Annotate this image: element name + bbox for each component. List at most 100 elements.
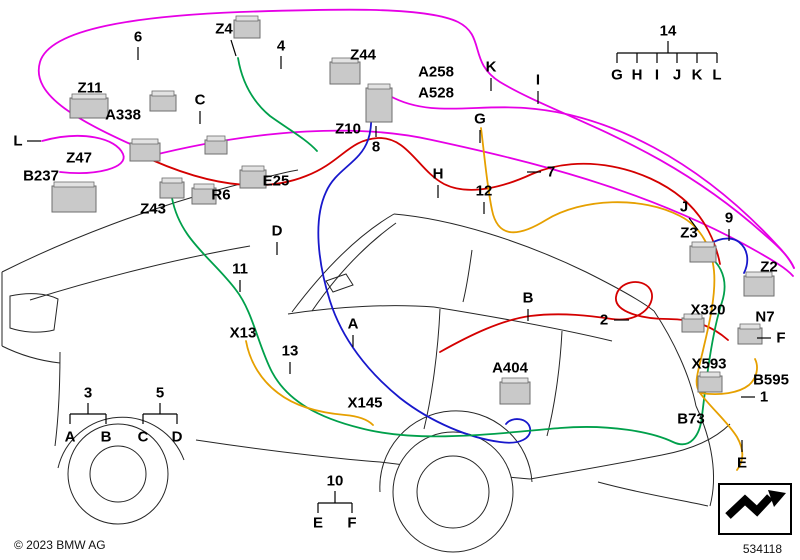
part-label-I: I bbox=[536, 72, 540, 89]
wire-magenta-roof-loop bbox=[37, 8, 795, 269]
part-label-G: G bbox=[474, 111, 486, 128]
car-body-line bbox=[393, 213, 655, 312]
connector-icon-top bbox=[53, 181, 95, 188]
connector-icon bbox=[737, 327, 763, 345]
wire-red-floor-loop bbox=[439, 281, 729, 353]
wire-green-main bbox=[171, 197, 726, 446]
connector-icon-top bbox=[71, 93, 107, 100]
connector-icon-top bbox=[745, 271, 773, 278]
part-label-Z43: Z43 bbox=[140, 201, 166, 218]
legend-letter-C: C bbox=[138, 429, 149, 446]
diagram-number: 534118 bbox=[742, 542, 782, 556]
part-label-J: J bbox=[680, 199, 688, 216]
part-label-A338: A338 bbox=[105, 107, 141, 124]
connector-icon-top bbox=[683, 313, 703, 320]
car-body-line bbox=[597, 481, 709, 507]
legend-letter-A: A bbox=[65, 429, 76, 446]
legend-letter-F: F bbox=[347, 515, 356, 532]
legend-letter-K: K bbox=[692, 67, 703, 84]
connector-icon bbox=[689, 245, 717, 263]
part-label-Z3: Z3 bbox=[680, 225, 698, 242]
part-label-11: 11 bbox=[232, 261, 248, 278]
part-label-K: K bbox=[486, 59, 497, 76]
connector-icon-top bbox=[699, 371, 721, 378]
part-label-B595: B595 bbox=[753, 372, 789, 389]
connector-icon bbox=[743, 275, 775, 297]
part-label-1: 1 bbox=[760, 389, 768, 406]
connector-icon bbox=[681, 317, 705, 333]
wheel-icon bbox=[67, 423, 169, 525]
part-label-Z44: Z44 bbox=[350, 47, 377, 64]
part-label-Z47: Z47 bbox=[66, 150, 92, 167]
connector-icon bbox=[499, 381, 531, 405]
part-label-X320: X320 bbox=[690, 302, 725, 319]
legend-number-5: 5 bbox=[156, 385, 164, 402]
connector-icon-top bbox=[206, 135, 226, 142]
legend-letter-H: H bbox=[632, 67, 643, 84]
car-body-line bbox=[287, 305, 435, 315]
part-label-8: 8 bbox=[372, 139, 380, 156]
part-label-13: 13 bbox=[282, 343, 299, 360]
legend-letter-I: I bbox=[655, 67, 659, 84]
connector-icon bbox=[204, 139, 228, 155]
legend-letter-L: L bbox=[712, 67, 721, 84]
car-body-line bbox=[1, 345, 61, 364]
copyright-text: © 2023 BMW AG bbox=[14, 538, 106, 552]
part-label-2: 2 bbox=[600, 312, 608, 329]
connector-icon bbox=[365, 87, 393, 123]
car-body-line bbox=[291, 213, 395, 313]
wire-magenta-mid bbox=[389, 95, 795, 269]
car-body-line bbox=[1, 169, 299, 273]
car-body-line bbox=[695, 405, 715, 507]
wire-magenta-body bbox=[149, 129, 794, 277]
connector-icon bbox=[69, 97, 109, 119]
car-body-line bbox=[423, 308, 441, 430]
part-label-X13: X13 bbox=[230, 325, 257, 342]
connector-icon-top bbox=[367, 83, 391, 90]
car-body-line bbox=[54, 351, 61, 447]
part-label-7: 7 bbox=[547, 164, 555, 181]
connector-icon bbox=[149, 94, 177, 112]
car-body-line bbox=[529, 454, 663, 480]
part-label-A258: A258 bbox=[418, 64, 454, 81]
connector-icon-top bbox=[151, 90, 175, 97]
connector-icon bbox=[697, 375, 723, 393]
legend-number-3: 3 bbox=[84, 385, 92, 402]
legend-letter-G: G bbox=[611, 67, 623, 84]
legend-number-10: 10 bbox=[327, 473, 344, 490]
harness-logo-box bbox=[718, 483, 792, 535]
part-label-B: B bbox=[523, 290, 534, 307]
part-label-E25: E25 bbox=[263, 173, 290, 190]
connector-icon-top bbox=[241, 165, 265, 172]
leader-line-Z4 bbox=[230, 39, 237, 57]
part-label-B73: B73 bbox=[677, 411, 705, 428]
label-leader-lines bbox=[27, 39, 771, 452]
part-label-A404: A404 bbox=[492, 360, 529, 377]
part-label-A528: A528 bbox=[418, 85, 454, 102]
connector-icon bbox=[233, 19, 261, 39]
car-body-line bbox=[546, 330, 563, 437]
connector-icon-top bbox=[193, 183, 215, 190]
connector-icons bbox=[51, 15, 775, 405]
car-body-line bbox=[9, 293, 59, 333]
part-label-D: D bbox=[272, 223, 283, 240]
wire-orange-front bbox=[245, 340, 374, 426]
wheel-icon bbox=[392, 431, 514, 553]
part-label-F: F bbox=[776, 330, 785, 347]
part-label-N7: N7 bbox=[755, 309, 774, 326]
part-label-Z10: Z10 bbox=[335, 121, 361, 138]
part-label-Z4: Z4 bbox=[215, 21, 233, 38]
car-body-line bbox=[379, 410, 533, 493]
wire-green-front bbox=[237, 57, 318, 152]
legend-letter-J: J bbox=[673, 67, 681, 84]
connector-icon-top bbox=[739, 323, 761, 330]
car-body-line bbox=[653, 310, 697, 407]
connector-icon-top bbox=[131, 138, 159, 145]
connector-icon-top bbox=[501, 377, 529, 384]
part-label-R6: R6 bbox=[211, 187, 230, 204]
